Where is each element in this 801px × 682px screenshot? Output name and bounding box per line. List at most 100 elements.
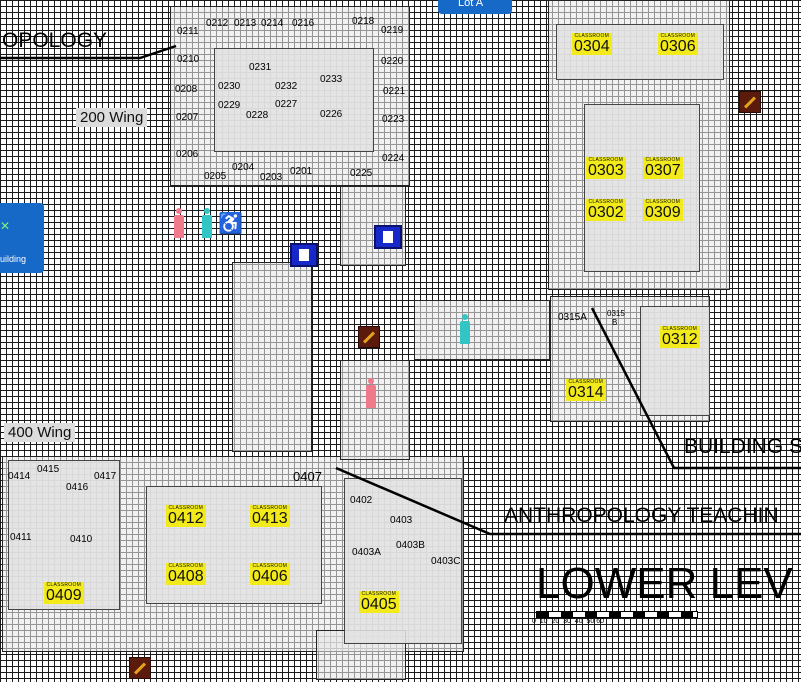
elevator-icon bbox=[290, 243, 318, 267]
classroom-number: 0409 bbox=[46, 587, 82, 604]
classroom-caption: CLASSROOM bbox=[361, 591, 397, 597]
room-0403c: 0403C bbox=[431, 556, 461, 567]
classroom-0304[interactable]: CLASSROOM 0304 bbox=[572, 33, 612, 55]
central-corridor bbox=[232, 262, 312, 452]
room-0226: 0226 bbox=[320, 109, 343, 120]
room-0403: 0403 bbox=[390, 515, 413, 526]
building-chip-label: uilding bbox=[0, 254, 27, 264]
room-0211: 0211 bbox=[177, 26, 199, 37]
floor-title: LOWER LEV bbox=[536, 559, 793, 608]
room-0218: 0218 bbox=[352, 16, 375, 27]
building-chip-icon: ✕ bbox=[0, 219, 11, 233]
room-0207: 0207 bbox=[176, 112, 199, 123]
room-0220: 0220 bbox=[381, 56, 404, 67]
room-0213: 0213 bbox=[234, 18, 257, 29]
callout-building: BUILDING S bbox=[684, 435, 801, 458]
classroom-0405[interactable]: CLASSROOM 0405 bbox=[359, 591, 399, 613]
classroom-0412[interactable]: CLASSROOM 0412 bbox=[166, 505, 206, 527]
classroom-number: 0312 bbox=[662, 331, 698, 348]
elevator-icon bbox=[374, 225, 402, 249]
room-0208: 0208 bbox=[175, 84, 198, 95]
room-0230: 0230 bbox=[218, 81, 241, 92]
room-0203: 0203 bbox=[260, 172, 283, 183]
classroom-0302[interactable]: CLASSROOM 0302 bbox=[586, 199, 626, 221]
wing-200-label: 200 Wing bbox=[76, 108, 148, 128]
room-0415: 0415 bbox=[37, 464, 60, 475]
room-0411: 0411 bbox=[10, 532, 32, 543]
room-0210: 0210 bbox=[177, 54, 200, 65]
classroom-number: 0304 bbox=[574, 38, 610, 55]
room-0414: 0414 bbox=[8, 471, 31, 482]
classroom-caption: CLASSROOM bbox=[252, 563, 288, 569]
classroom-caption: CLASSROOM bbox=[168, 505, 204, 511]
room-0315-b: B bbox=[612, 318, 618, 327]
classroom-0408[interactable]: CLASSROOM 0408 bbox=[166, 563, 206, 585]
room-0212: 0212 bbox=[206, 18, 229, 29]
room-0233: 0233 bbox=[320, 74, 343, 85]
classroom-0309[interactable]: CLASSROOM 0309 bbox=[643, 199, 683, 221]
classroom-number: 0307 bbox=[645, 162, 681, 179]
accessible-icon: ♿ bbox=[218, 213, 243, 235]
room-0410: 0410 bbox=[70, 534, 93, 545]
classroom-0409[interactable]: CLASSROOM 0409 bbox=[44, 582, 84, 604]
restroom-women-icon bbox=[366, 378, 376, 408]
classroom-0306[interactable]: CLASSROOM 0306 bbox=[658, 33, 698, 55]
mid-corridor bbox=[414, 300, 550, 360]
classroom-number: 0302 bbox=[588, 204, 624, 221]
room-0214: 0214 bbox=[261, 18, 284, 29]
classroom-0303[interactable]: CLASSROOM 0303 bbox=[586, 157, 626, 179]
building-chip[interactable]: uilding ✕ bbox=[0, 203, 44, 273]
scale-bar bbox=[536, 611, 698, 618]
room-0204: 0204 bbox=[232, 162, 255, 173]
classroom-number: 0306 bbox=[660, 38, 696, 55]
classroom-0312[interactable]: CLASSROOM 0312 bbox=[660, 326, 700, 348]
classroom-number: 0405 bbox=[361, 596, 397, 613]
room-0231: 0231 bbox=[249, 62, 272, 73]
classroom-number: 0412 bbox=[168, 510, 204, 527]
stairs-icon bbox=[129, 657, 151, 679]
restroom-men-icon bbox=[460, 314, 470, 344]
room-0403a: 0403A bbox=[352, 547, 381, 558]
classroom-caption: CLASSROOM bbox=[645, 157, 681, 163]
room-0402: 0402 bbox=[350, 495, 373, 506]
classroom-caption: CLASSROOM bbox=[588, 157, 624, 163]
room-0205: 0205 bbox=[204, 171, 227, 182]
room-block-400-right bbox=[344, 478, 462, 644]
classroom-caption: CLASSROOM bbox=[588, 199, 624, 205]
room-0315a: 0315A bbox=[558, 312, 587, 323]
restroom-women-icon bbox=[174, 208, 184, 238]
room-0223: 0223 bbox=[382, 114, 405, 125]
classroom-number: 0314 bbox=[568, 384, 604, 401]
room-0229: 0229 bbox=[218, 100, 241, 111]
parking-lot-chip[interactable]: Lot A bbox=[438, 0, 512, 14]
room-0201: 0201 bbox=[290, 166, 313, 177]
stairs-icon bbox=[739, 91, 761, 113]
classroom-0307[interactable]: CLASSROOM 0307 bbox=[643, 157, 683, 179]
classroom-caption: CLASSROOM bbox=[168, 563, 204, 569]
classroom-0413[interactable]: CLASSROOM 0413 bbox=[250, 505, 290, 527]
room-0417: 0417 bbox=[94, 471, 117, 482]
room-0315: 0315 bbox=[607, 309, 625, 318]
classroom-caption: CLASSROOM bbox=[645, 199, 681, 205]
lower-block bbox=[340, 360, 410, 460]
room-block-300-mid bbox=[584, 104, 700, 272]
classroom-caption: CLASSROOM bbox=[568, 379, 604, 385]
classroom-number: 0303 bbox=[588, 162, 624, 179]
callout-anthropology: OPOLOGY bbox=[2, 29, 108, 52]
classroom-caption: CLASSROOM bbox=[574, 33, 610, 39]
classroom-0314[interactable]: CLASSROOM 0314 bbox=[566, 379, 606, 401]
classroom-caption: CLASSROOM bbox=[662, 326, 698, 332]
room-0206: 0206 bbox=[176, 149, 199, 160]
classroom-caption: CLASSROOM bbox=[46, 582, 82, 588]
room-0228: 0228 bbox=[246, 110, 269, 121]
classroom-caption: CLASSROOM bbox=[660, 33, 696, 39]
room-0216: 0216 bbox=[292, 18, 315, 29]
classroom-number: 0413 bbox=[252, 510, 288, 527]
room-0416: 0416 bbox=[66, 482, 89, 493]
stairs-icon bbox=[358, 326, 380, 348]
room-0407: 0407 bbox=[293, 469, 322, 484]
classroom-0406[interactable]: CLASSROOM 0406 bbox=[250, 563, 290, 585]
wing-400-label: 400 Wing bbox=[4, 423, 76, 443]
classroom-number: 0406 bbox=[252, 568, 288, 585]
